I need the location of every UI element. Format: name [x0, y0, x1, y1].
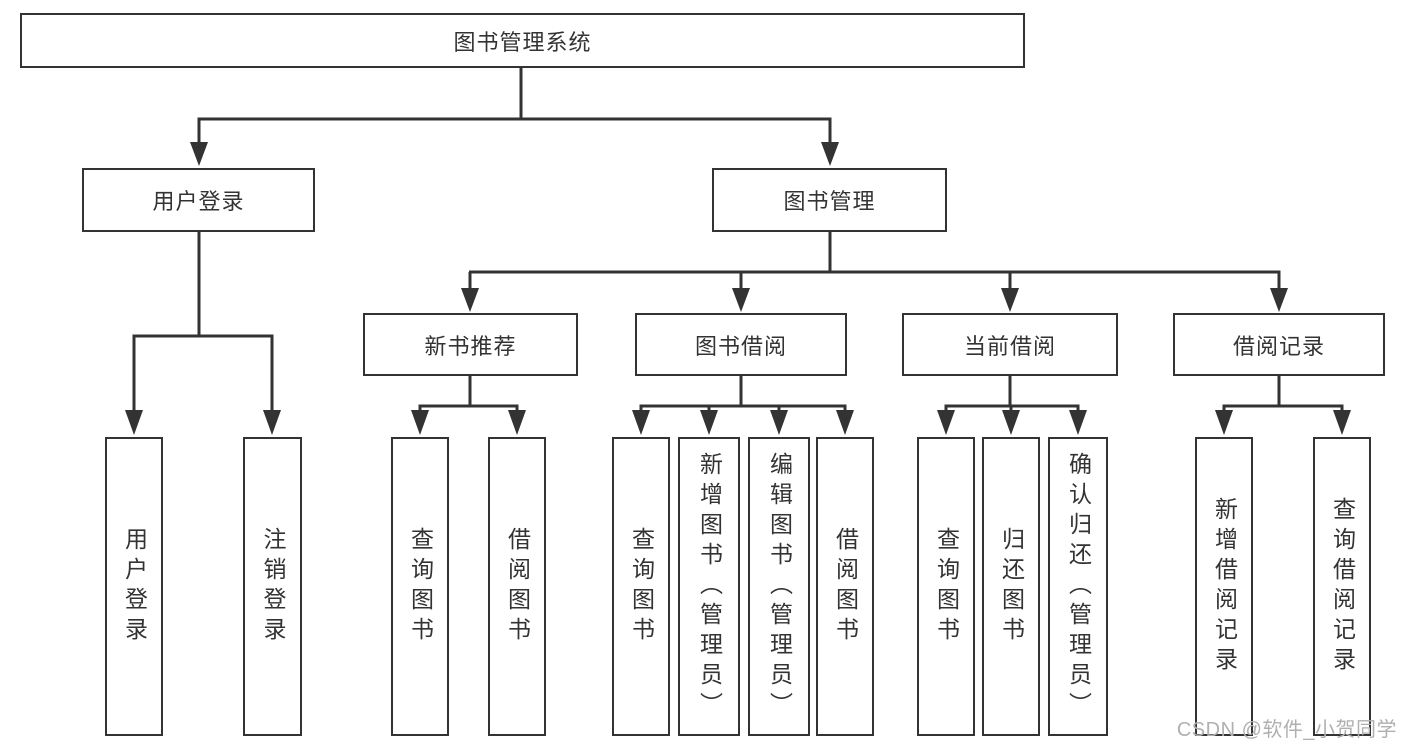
csdn-watermark: CSDN @软件_小贺同学 — [1176, 719, 1397, 741]
connector-borrow-records — [1215, 375, 1351, 435]
node-current-borrow: 当前借阅 — [902, 313, 1118, 376]
connector-new-book-recommend — [411, 375, 526, 435]
connector-root — [190, 68, 839, 166]
connector-book-management — [461, 232, 1288, 312]
node-user-login: 用户登录 — [82, 168, 315, 232]
node-br-add-record: 新增借阅记录 — [1195, 437, 1253, 736]
node-book-borrow: 图书借阅 — [635, 313, 847, 376]
node-cb-query-books: 查询图书 — [917, 437, 975, 736]
node-br-query-record: 查询借阅记录 — [1313, 437, 1371, 736]
node-bb-edit-book-admin: 编辑图书（管理员） — [748, 437, 810, 736]
node-bb-query-books: 查询图书 — [612, 437, 670, 736]
connector-book-borrow — [632, 375, 854, 435]
node-borrow-records: 借阅记录 — [1173, 313, 1385, 376]
node-book-management: 图书管理 — [712, 168, 947, 232]
node-logout-leaf: 注销登录 — [243, 437, 302, 736]
connector-current-borrow — [937, 375, 1087, 435]
node-cb-return-books: 归还图书 — [982, 437, 1040, 736]
node-user-login-leaf: 用户登录 — [105, 437, 163, 736]
node-cb-confirm-return-admin: 确认归还（管理员） — [1048, 437, 1108, 736]
node-bb-add-book-admin: 新增图书（管理员） — [678, 437, 740, 736]
node-new-book-recommend: 新书推荐 — [363, 313, 578, 376]
connector-user-login — [125, 232, 281, 435]
node-nbr-borrow-books: 借阅图书 — [488, 437, 546, 736]
node-nbr-query-books: 查询图书 — [391, 437, 449, 736]
node-bb-borrow-books: 借阅图书 — [816, 437, 874, 736]
node-root: 图书管理系统 — [20, 13, 1025, 68]
